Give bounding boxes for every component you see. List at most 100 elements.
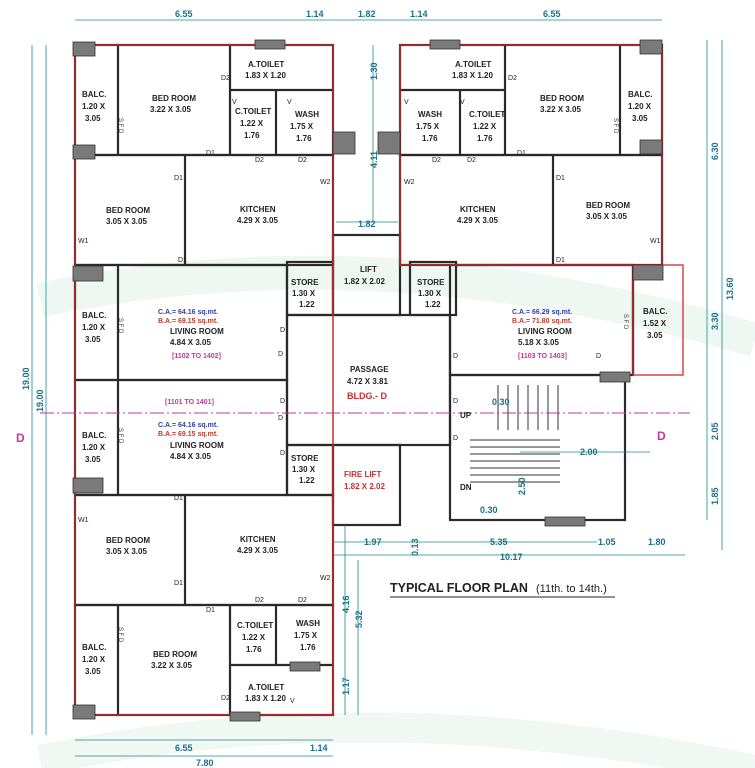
living-size-r: 5.18 X 3.05 (518, 338, 559, 347)
dim-030: 0.30 (492, 397, 510, 407)
door-d2d-b: D2 (221, 695, 230, 702)
door-d1-b: D1 (174, 495, 183, 502)
bedroom2-label: BED ROOM (106, 206, 150, 215)
carpet-area-b: C.A.= 64.16 sq.mt. (158, 422, 218, 429)
sfd-4: S F D (622, 314, 628, 330)
vent-v: V (232, 99, 237, 106)
door-d2b-r: D2 (432, 157, 441, 164)
stair-up: UP (460, 411, 472, 420)
atoilet-label-r: A.TOILET (455, 60, 491, 69)
living-size: 4.84 X 3.05 (170, 338, 211, 347)
wash-size-b: 1.75 X (294, 631, 318, 640)
lift-size: 1.82 X 2.02 (344, 277, 385, 286)
ctoilet-label-r: C.TOILET (469, 110, 505, 119)
stair-dn: DN (460, 483, 472, 492)
balc-label-b: BALC. (82, 431, 106, 440)
dim-197: 1.97 (364, 537, 382, 547)
door-d2-b: D2 (255, 597, 264, 604)
dim-030b: 0.30 (480, 505, 498, 515)
kitchen-label-b: KITCHEN (240, 535, 276, 544)
dim-535: 5.35 (490, 537, 508, 547)
ctoilet-size: 1.22 X (240, 119, 264, 128)
dim-bottom-655: 6.55 (175, 743, 193, 753)
living-label-r: LIVING ROOM (518, 327, 572, 336)
atoilet-label: A.TOILET (248, 60, 284, 69)
passage-label: PASSAGE (350, 365, 389, 374)
door-d2c: D2 (298, 157, 307, 164)
dim-top-114a: 1.14 (306, 9, 324, 19)
ctoilet-label-b: C.TOILET (237, 621, 273, 630)
door-core-5: D (453, 398, 458, 405)
dim-416: 4.16 (341, 595, 351, 613)
dim-117: 1.17 (341, 677, 351, 695)
kitchen-label: KITCHEN (240, 205, 276, 214)
balc-size-b-b: 3.05 (85, 455, 101, 464)
left-dimensions: 19.00 19.00 (21, 45, 47, 735)
dim-532: 5.32 (354, 610, 364, 628)
top-dimensions: 6.55 1.14 1.82 1.14 6.55 (75, 9, 662, 21)
store-size-b-b: 1.22 (299, 476, 315, 485)
door-d1-r: D1 (517, 150, 526, 157)
ctoilet-label: C.TOILET (235, 107, 271, 116)
balc-size-b: 1.20 X (82, 443, 106, 452)
bedroom2-size: 3.05 X 3.05 (106, 217, 147, 226)
firelift-label: FIRE LIFT (344, 470, 381, 479)
building-name: BLDG.- D (347, 391, 387, 401)
unit-code-r: [1103 TO 1403] (518, 353, 567, 360)
door-w2-r: W2 (404, 179, 415, 186)
dim-right-330: 3.30 (710, 312, 720, 330)
door-d1b: D1 (174, 175, 183, 182)
stair-treads (470, 385, 560, 483)
balc3-size-b-r: 3.05 (647, 331, 663, 340)
dim-250: 2.50 (517, 477, 527, 495)
unit-top-right: A.TOILET 1.83 X 1.20 BED ROOM 3.22 X 3.0… (291, 60, 667, 360)
dim-bottom-114: 1.14 (310, 743, 328, 753)
store-label-b: STORE (291, 454, 319, 463)
door-core-3: D (280, 450, 285, 457)
built-area-b: B.A.= 69.15 sq.mt. (158, 431, 218, 438)
wash-size: 1.75 X (290, 122, 314, 131)
balc-size-b: 3.05 (85, 114, 101, 123)
dim-top-left: 6.55 (175, 9, 193, 19)
living-label: LIVING ROOM (170, 327, 224, 336)
dim-180: 1.80 (648, 537, 666, 547)
door-d-b: D (278, 415, 283, 422)
dim-bottom-780: 7.80 (196, 758, 214, 768)
door-w1: W1 (78, 238, 89, 245)
firelift-size: 1.82 X 2.02 (344, 482, 385, 491)
wash-label: WASH (295, 110, 319, 119)
door-d1c-b: D1 (206, 607, 215, 614)
sfd-1: S F D (117, 118, 123, 134)
dim-left-1900a: 19.00 (21, 367, 31, 390)
dim-top-right: 6.55 (543, 9, 561, 19)
unit-code-b: [1101 TO 1401] (165, 399, 214, 406)
sfd-2: S F D (117, 318, 123, 334)
balc2-size: 1.20 X (82, 323, 106, 332)
door-d1c-r: D1 (556, 257, 565, 264)
built-area-r: B.A.= 71.80 sq.mt. (512, 318, 572, 325)
door-w2: W2 (320, 179, 331, 186)
balc2-label-b: BALC. (82, 643, 106, 652)
kitchen-label-r: KITCHEN (460, 205, 496, 214)
section-marker-left: D (16, 431, 25, 445)
core: LIFT 1.82 X 2.02 PASSAGE 4.72 X 3.81 BLD… (280, 265, 472, 492)
watermark (36, 255, 755, 768)
atoilet-label-b: A.TOILET (248, 683, 284, 692)
right-dimensions: 6.30 13.60 3.30 2.05 1.85 (706, 40, 735, 550)
store-size-b: 1.30 X (292, 465, 316, 474)
bedroom2-size-b: 3.22 X 3.05 (151, 661, 192, 670)
dim-right-1360: 13.60 (725, 277, 735, 300)
door-d2-r: D2 (508, 75, 517, 82)
balc-label: BALC. (82, 90, 106, 99)
bedroom2-label-b: BED ROOM (153, 650, 197, 659)
balc3-size-r: 1.52 X (643, 319, 667, 328)
vent-v-b: V (290, 698, 295, 705)
door-w2-b: W2 (320, 575, 331, 582)
wash-size-b: 1.76 (296, 134, 312, 143)
wash-size-b-r: 1.76 (422, 134, 438, 143)
wash-label-b: WASH (296, 619, 320, 628)
plan-title: TYPICAL FLOOR PLAN (11th. to 14th.) (390, 581, 615, 598)
red-outlines (40, 44, 690, 716)
ctoilet-size-r: 1.22 X (473, 122, 497, 131)
